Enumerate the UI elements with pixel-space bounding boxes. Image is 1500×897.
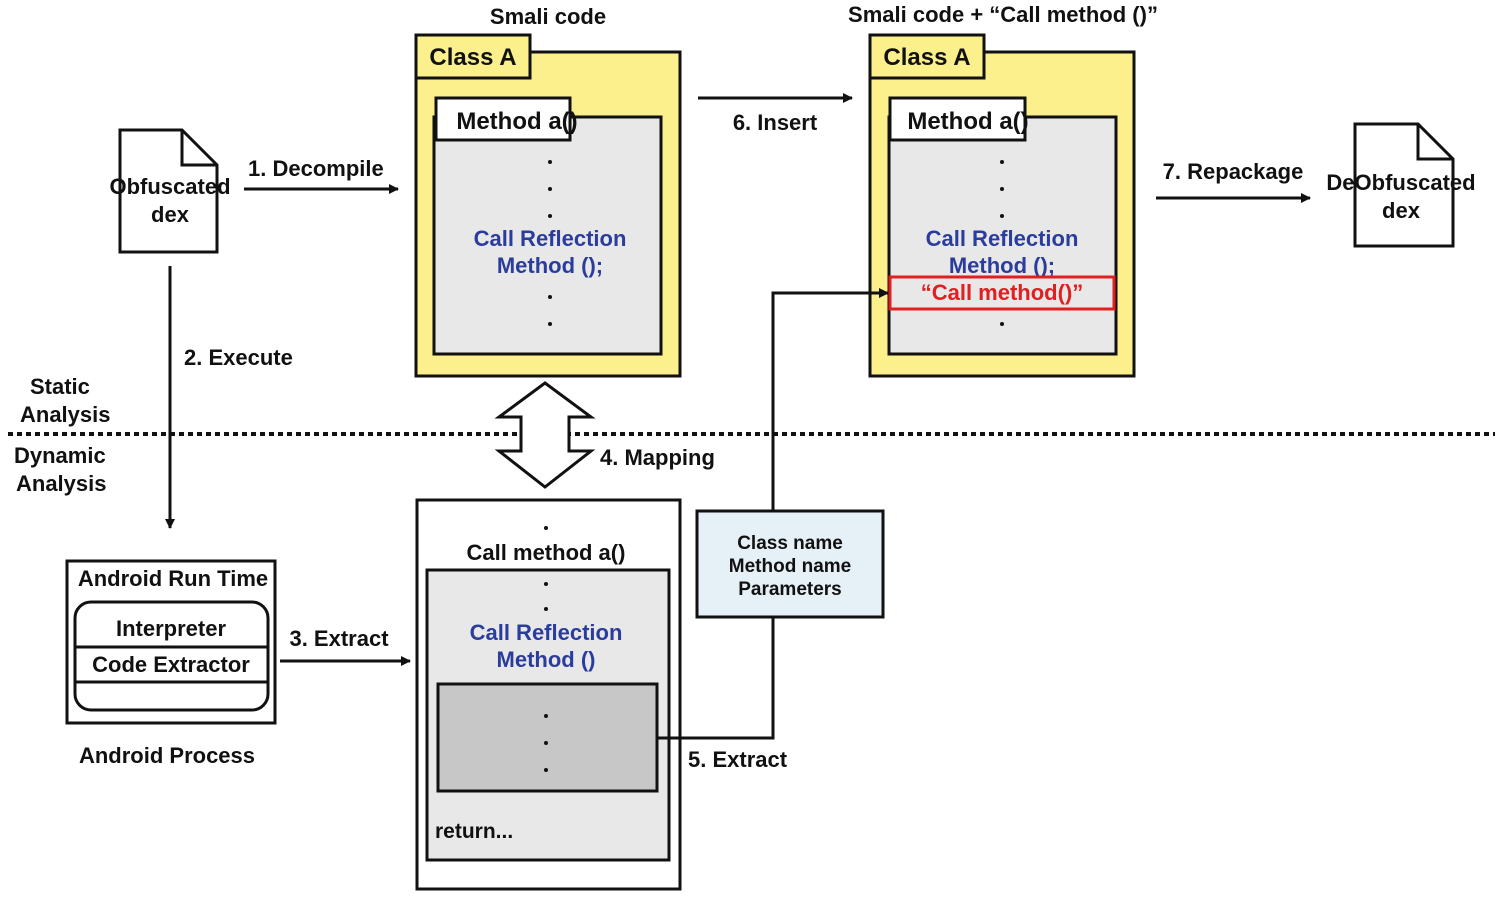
modified-method-a-container <box>887 115 1118 356</box>
reflection-call-line-1: Call Reflection <box>474 226 627 251</box>
deobfuscated-dex-label-2: dex <box>1382 198 1421 223</box>
method-a-container <box>432 115 663 356</box>
code-extractor-label: Code Extractor <box>92 652 250 677</box>
decompile-step-label: 1. Decompile <box>248 156 384 181</box>
mapping-step-label: 4. Mapping <box>600 445 715 470</box>
modified-reflection-call-line-1: Call Reflection <box>926 226 1079 251</box>
ellipsis-dots <box>1000 160 1004 326</box>
static-analysis-label-1: Static <box>30 374 90 399</box>
obfuscated-dex-label-1: Obfuscated <box>109 174 230 199</box>
repackage-step-label: 7. Repackage <box>1163 159 1304 184</box>
modified-smali-title: Smali code + “Call method ()” <box>848 2 1158 27</box>
interpreter-label: Interpreter <box>116 616 226 641</box>
inserted-call-highlight <box>888 275 1116 311</box>
ellipsis-dots <box>548 160 552 326</box>
return-text: return... <box>435 820 513 843</box>
modified-method-a-tab <box>888 96 1027 142</box>
dynamic-reflection-line-2: Method () <box>497 647 596 672</box>
smali-code-title: Smali code <box>490 4 606 29</box>
method-info-box <box>695 509 885 619</box>
android-runtime-label: Android Run Time <box>78 566 268 591</box>
call-method-a-header: Call method a() <box>467 540 626 565</box>
obfuscated-dex-label-2: dex <box>151 202 190 227</box>
ellipsis-dots <box>544 714 548 772</box>
ellipsis-dot <box>544 526 548 530</box>
method-a-label: Method a() <box>456 108 577 135</box>
inserted-call-method-text: “Call method()” <box>921 280 1084 305</box>
dynamic-analysis-label-2: Analysis <box>16 471 107 496</box>
class-name-label: Class name <box>737 533 843 554</box>
modified-reflection-call-line-2: Method (); <box>949 253 1055 278</box>
method-name-label: Method name <box>729 556 851 577</box>
class-a-label: Class A <box>429 44 516 71</box>
params-extract-step-label: 5. Extract <box>688 747 788 772</box>
deobfuscated-dex-file-icon <box>1353 122 1455 248</box>
ellipsis-dot <box>544 607 548 611</box>
dynamic-reflection-line-1: Call Reflection <box>470 620 623 645</box>
execute-step-label: 2. Execute <box>184 345 293 370</box>
dynamic-analysis-label-1: Dynamic <box>14 443 106 468</box>
mapping-double-arrow <box>494 381 596 489</box>
obfuscated-dex-file-icon <box>118 128 219 254</box>
android-process-label: Android Process <box>79 743 255 768</box>
insert-step-label: 6. Insert <box>733 110 818 135</box>
modified-class-a-tab <box>868 33 986 80</box>
parameters-label: Parameters <box>738 579 842 600</box>
method-a-tab <box>434 96 572 142</box>
modified-class-a-label: Class A <box>883 44 970 71</box>
runtime-extract-step-label: 3. Extract <box>289 626 389 651</box>
deobfuscated-dex-label-1: DeObfuscated <box>1326 170 1475 195</box>
ellipsis-dot <box>544 582 548 586</box>
class-a-tab <box>414 33 532 80</box>
reflection-call-line-2: Method (); <box>497 253 603 278</box>
static-analysis-label-2: Analysis <box>20 402 111 427</box>
modified-method-a-label: Method a() <box>907 108 1028 135</box>
extracted-method-block <box>436 682 659 793</box>
